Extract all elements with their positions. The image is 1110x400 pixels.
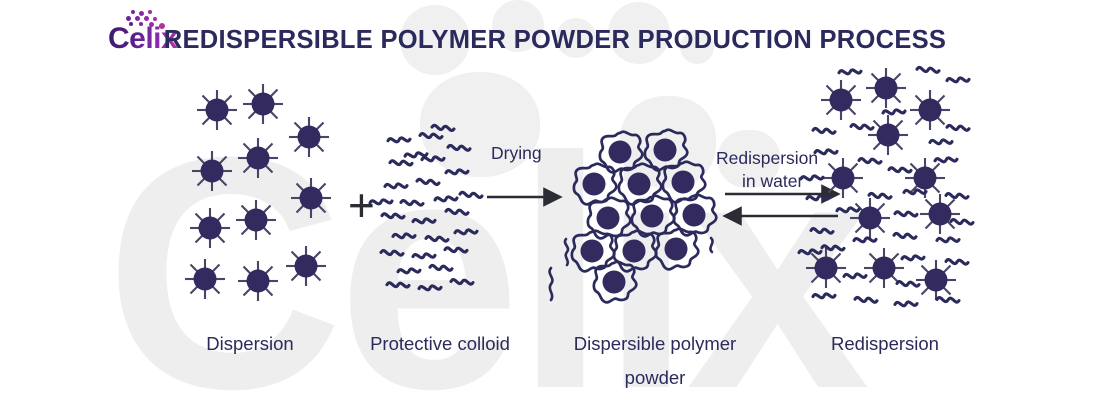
- page-title: REDISPERSIBLE POLYMER POWDER PRODUCTION …: [163, 26, 947, 54]
- logo-dot: [153, 17, 157, 21]
- logo-dot: [139, 11, 144, 16]
- logo-dot: [131, 10, 135, 14]
- caption-dispersible-polymer-powder-line1: Dispersible polymer: [573, 333, 737, 354]
- label-redispersion-in-water-line2: in water: [742, 171, 804, 191]
- brand-logo[interactable]: Celix: [108, 10, 178, 56]
- logo-dot: [144, 16, 149, 21]
- caption-protective-colloid: Protective colloid: [370, 333, 510, 354]
- stage-redispersion-particles: [804, 66, 962, 302]
- redispersion-double-arrow: [722, 184, 841, 226]
- logo-dot: [149, 22, 154, 27]
- stage-dispersion-particles: [183, 82, 333, 303]
- plus-symbol: +: [348, 179, 375, 231]
- caption-dispersible-polymer-powder-line2: powder: [624, 367, 686, 388]
- stage-powder-particles: [548, 128, 718, 304]
- logo-dot: [139, 22, 143, 26]
- logo-dot: [126, 16, 131, 21]
- logo-dot: [159, 23, 165, 29]
- logo-dot: [129, 22, 133, 26]
- label-drying: Drying: [491, 143, 542, 163]
- caption-dispersion: Dispersion: [206, 333, 294, 354]
- logo-dot: [148, 10, 152, 14]
- stage-protective-colloid-squiggles: [368, 123, 484, 292]
- label-redispersion-in-water-line1: Redispersion: [716, 148, 819, 168]
- caption-redispersion: Redispersion: [831, 333, 939, 354]
- logo-dot: [135, 16, 140, 21]
- logo-wordmark: Celix: [108, 22, 178, 55]
